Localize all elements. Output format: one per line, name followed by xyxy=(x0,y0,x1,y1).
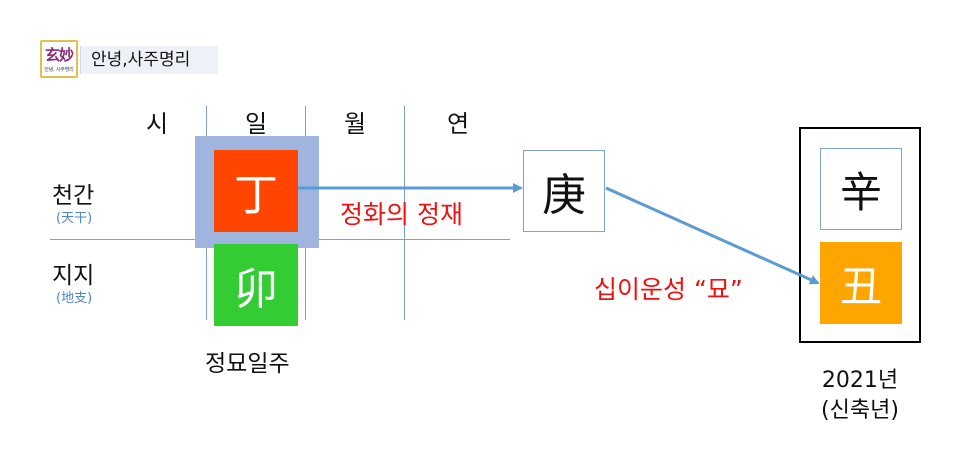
header-hour: 시 xyxy=(145,110,169,138)
year-branch: 丑 xyxy=(820,242,902,324)
year-label: 2021년 xyxy=(821,368,899,393)
grid-line-3 xyxy=(404,106,405,320)
day-branch: 卯 xyxy=(214,244,298,326)
target-stem: 庚 xyxy=(523,150,605,232)
row-label-cheongan: 천간 xyxy=(52,183,95,209)
row-sub-cheongan: (天干) xyxy=(56,211,93,226)
logo-title: 안녕,사주명리 xyxy=(80,46,218,74)
row-label-jiji: 지지 xyxy=(52,263,95,289)
arrow-to-year-branch xyxy=(605,186,820,285)
twelve-stage-label: 십이운성 “묘” xyxy=(594,275,743,304)
row-sub-jiji: (地支) xyxy=(56,291,93,306)
year-stem: 辛 xyxy=(820,148,902,230)
logo-mark: 玄妙 xyxy=(44,46,74,64)
relation-label: 정화의 정재 xyxy=(340,200,463,229)
logo-subtext: 안녕, 사주명리 xyxy=(44,67,74,73)
header-day: 일 xyxy=(244,110,268,138)
header-month: 월 xyxy=(343,110,367,138)
logo: 玄妙 안녕, 사주명리 xyxy=(40,40,78,78)
header-year: 연 xyxy=(446,110,470,138)
day-pillar-caption: 정묘일주 xyxy=(205,351,290,377)
year-name: (신축년) xyxy=(821,398,899,423)
day-stem: 丁 xyxy=(214,150,298,232)
